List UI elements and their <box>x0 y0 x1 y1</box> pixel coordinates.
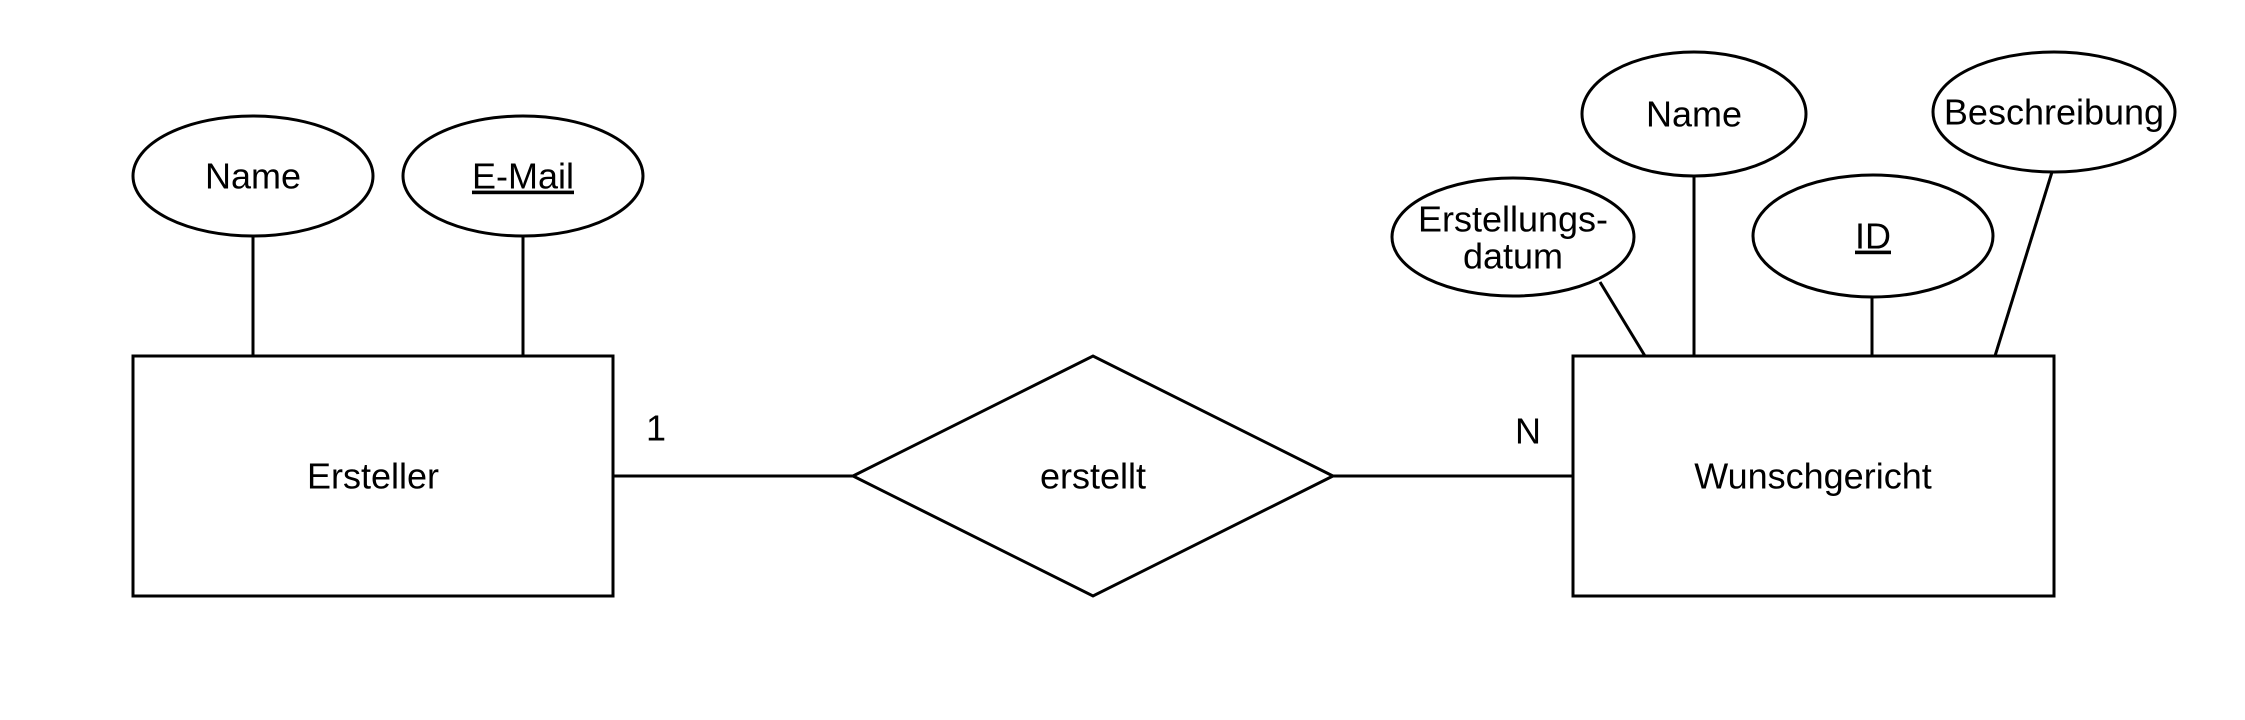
attribute-wunschgericht-beschreibung-label: Beschreibung <box>1944 92 2164 133</box>
entity-ersteller <box>131 354 615 598</box>
attribute-wunschgericht-id-label: ID <box>1855 216 1891 257</box>
attribute-ersteller-email-label: E-Mail <box>472 156 574 197</box>
attribute-ersteller-name-label: Name <box>205 156 301 197</box>
attribute-ersteller-name-ellipse <box>131 114 375 238</box>
cardinality-right-label: N <box>1515 411 1541 452</box>
attribute-wunschgericht-name-label: Name <box>1646 94 1742 135</box>
connector-wunschgericht-beschreibung <box>1993 171 2054 357</box>
attribute-wunschgericht-id-ellipse <box>1751 173 1995 299</box>
relationship-erstellt-label: erstellt <box>1040 456 1146 497</box>
connector-wunschgericht-erstellungsdatum <box>1598 281 1647 357</box>
attribute-ersteller-email-ellipse <box>401 114 645 238</box>
entity-wunschgericht-label: Wunschgericht <box>1694 456 1931 497</box>
entity-ersteller-label: Ersteller <box>307 456 439 497</box>
attribute-wunschgericht-erstellungsdatum-label-line1: Erstellungs- <box>1418 199 1608 240</box>
cardinality-left-label: 1 <box>646 408 666 449</box>
attribute-wunschgericht-name-ellipse <box>1580 50 1808 178</box>
relationship-erstellt-diamond <box>849 354 1337 598</box>
entity-wunschgericht <box>1571 354 2056 598</box>
attribute-wunschgericht-erstellungsdatum-label-line2: datum <box>1463 236 1563 277</box>
attribute-wunschgericht-beschreibung-ellipse <box>1931 50 2177 174</box>
attribute-wunschgericht-erstellungsdatum-ellipse <box>1390 176 1636 298</box>
